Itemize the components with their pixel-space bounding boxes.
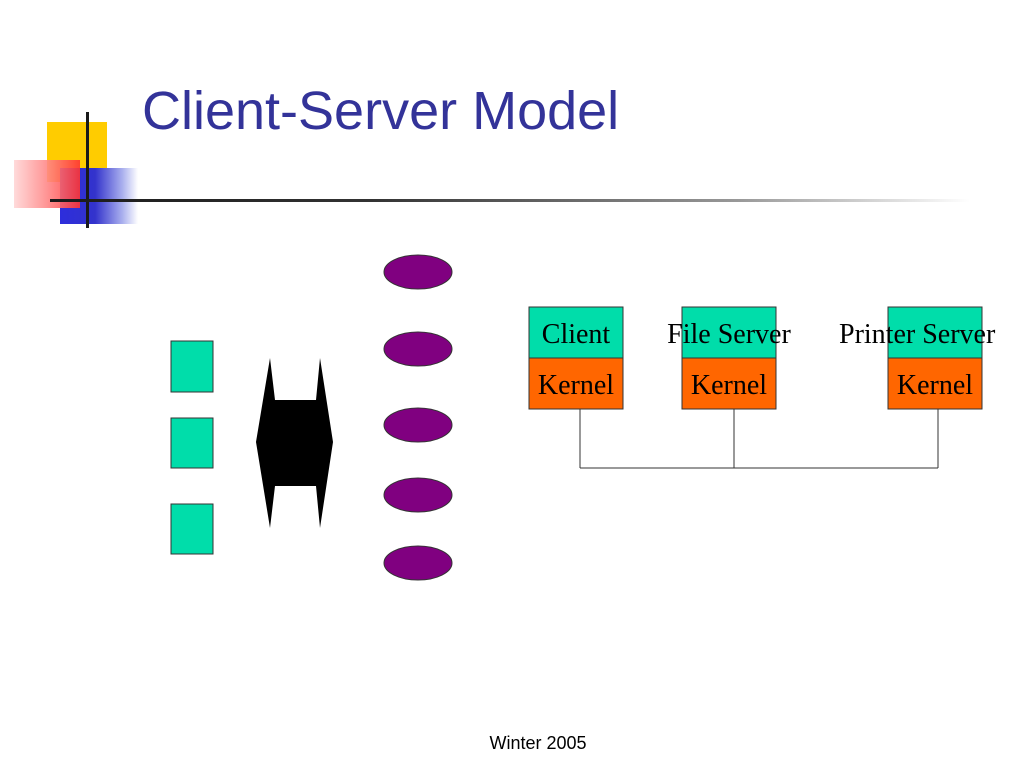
machine-printer-server: Printer Server Kernel [839,306,996,410]
server-process-ellipse [383,254,453,290]
slide-title: Client-Server Model [142,81,620,141]
printer-server-process-box [887,306,983,359]
server-process-ellipse [383,407,453,443]
server-process-stack [383,254,453,581]
title-underline [50,199,970,202]
machine-client: Client Kernel [528,306,624,410]
server-process-ellipse [383,477,453,513]
client-process-box [170,417,214,469]
file-server-process-box [681,306,777,359]
printer-server-kernel-box [887,357,983,410]
file-server-label: File Server [667,319,791,350]
client-label: Client [542,319,611,350]
network-bus [579,409,939,469]
slide-footer: Winter 2005 [489,733,587,753]
client-process-box [528,306,624,359]
client-kernel-box [528,357,624,410]
decoration-vertical-line [86,112,89,228]
printer-server-label: Printer Server [839,319,996,350]
client-process-box [170,340,214,393]
double-headed-arrow-icon [256,358,333,528]
file-server-kernel-label: Kernel [691,370,767,401]
printer-server-kernel-label: Kernel [897,370,973,401]
server-process-ellipse [383,331,453,367]
client-kernel-label: Kernel [538,370,614,401]
machine-file-server: File Server Kernel [667,306,791,410]
server-process-ellipse [383,545,453,581]
client-process-box [170,503,214,555]
file-server-kernel-box [681,357,777,410]
client-process-stack [170,340,214,555]
